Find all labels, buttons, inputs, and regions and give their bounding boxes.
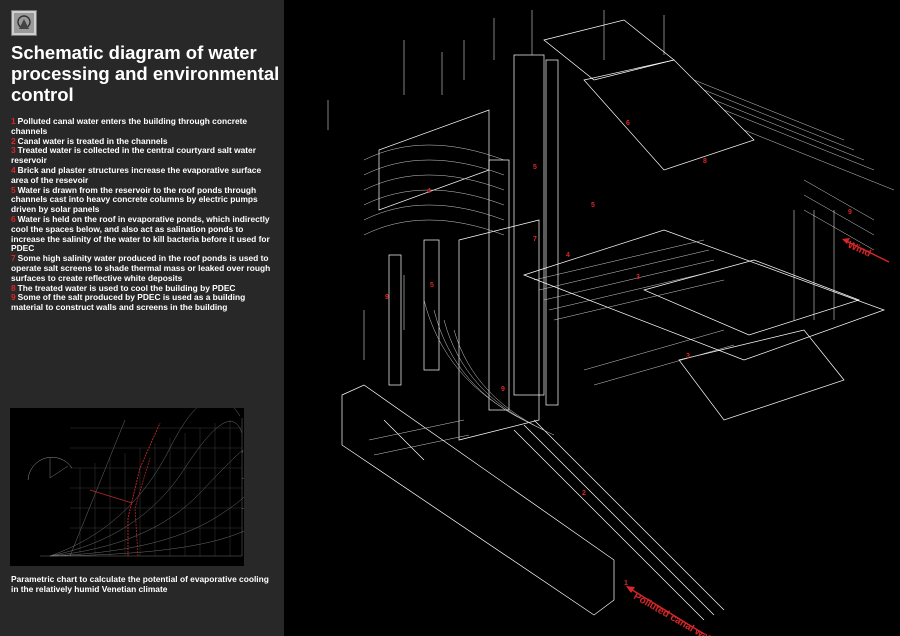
step-text: Polluted canal water enters the building… [11,116,248,136]
marker-5c: 5 [430,282,434,289]
step-number: 4 [11,164,16,175]
marker-7: 7 [533,236,537,243]
step-number: 3 [11,145,16,156]
wind-label: Wind [846,240,873,260]
psychrometric-chart [10,408,244,566]
marker-5a: 5 [533,164,537,171]
text-panel: Schematic diagram of water processing an… [0,0,284,636]
step-text: Water is drawn from the reservoir to the… [11,184,258,215]
step-text: The treated water is used to cool the bu… [17,282,236,293]
marker-4a: 4 [427,188,431,195]
page-title: Schematic diagram of water processing an… [11,42,280,105]
step-text: Water is held on the roof in evaporative… [11,213,270,254]
emblem-icon [11,10,37,36]
step-number: 5 [11,184,16,195]
psychrometric-chart-graphic [27,408,244,557]
step-number: 6 [11,213,16,224]
step-text: Some high salinity water produced in the… [11,253,271,283]
step-number: 7 [11,253,16,264]
marker-3a: 3 [636,274,640,281]
step-text: Treated water is collected in the centra… [11,145,256,166]
marker-5b: 5 [591,202,595,209]
marker-8: 8 [703,158,707,165]
canal-water-arrow: Polluted canal water [626,586,721,636]
step-number: 8 [11,282,16,293]
emblem-icon-graphic [14,13,34,33]
step-number: 1 [11,116,16,126]
polluted-canal-water-label: Polluted canal water [632,591,721,636]
marker-9b: 9 [385,294,389,301]
marker-6: 6 [626,120,630,127]
wind-arrow: Wind [842,238,890,263]
step-number: 2 [11,135,16,146]
step-text: Canal water is treated in the channels [17,135,168,146]
axonometric-building-diagram: 1 2 3 3 4 4 5 5 5 6 7 8 9 9 9 Wind Pollu… [327,10,895,636]
marker-3b: 3 [686,353,690,360]
marker-9c: 9 [501,386,505,393]
marker-4b: 4 [566,252,570,259]
marker-2: 2 [582,490,586,497]
chart-caption: Parametric chart to calculate the potent… [11,574,269,594]
step-number: 9 [11,292,16,303]
marker-9a: 9 [848,209,852,216]
step-text: Some of the salt produced by PDEC is use… [11,292,246,313]
step-text: Brick and plaster structures increase th… [11,164,262,185]
marker-1: 1 [624,580,628,587]
